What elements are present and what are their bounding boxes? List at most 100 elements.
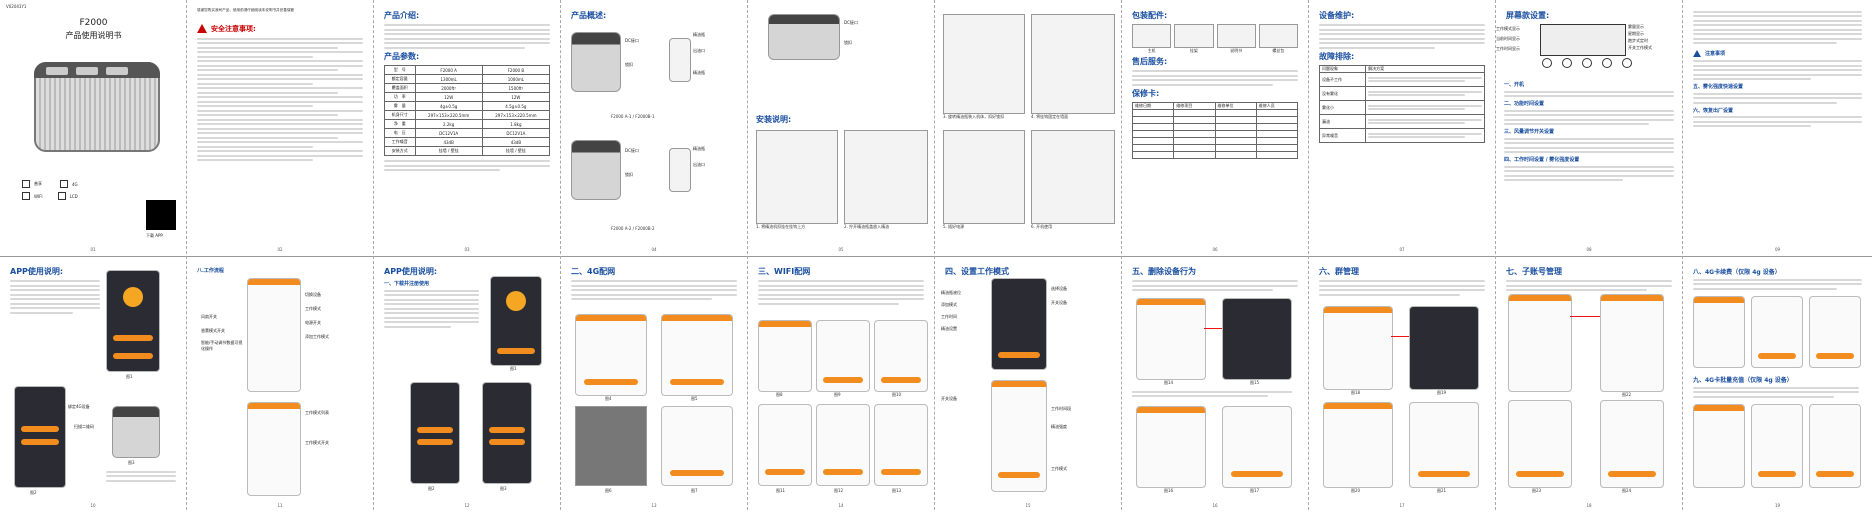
app-screen (661, 406, 733, 486)
app-screen (1323, 306, 1393, 390)
4g-batch-heading: 九、4G卡批量充值（仅限 4g 设备） (1693, 377, 1793, 384)
group-management-heading: 六、群管理 (1319, 267, 1359, 276)
warranty-row (1131, 144, 1299, 152)
maintenance-panel: 设备维护: 故障排除: 问题现象解决方案设备不工作没有雾化雾化小漏油异常噪音 0… (1309, 0, 1496, 254)
caption-a: F2000 A-1 / F2000B-1 (611, 114, 655, 119)
warranty-row (1131, 109, 1299, 117)
package-panel: 包装配件: 主机 挂架 说明书 螺丝包 售后服务: 保修卡: 维修日期维修项目维… (1122, 0, 1309, 254)
plus-button-icon (1602, 58, 1612, 68)
app-screen (1409, 402, 1479, 488)
app-screen (816, 320, 870, 392)
device-illustration (34, 62, 160, 152)
install-panel-2: 3. 旋转精油瓶装入机体，扣好锁扣 4. 将挂钩固定在墙面 5. 插好电源 6.… (935, 0, 1122, 254)
warranty-row (1131, 137, 1299, 145)
app-heading-2: APP使用说明: (384, 267, 438, 276)
sub-account-heading: 七、子账号管理 (1506, 267, 1562, 276)
package-heading: 包装配件: (1132, 11, 1168, 20)
app-screen (575, 314, 647, 396)
notes-panel: 注意事项 五、雾化强度快速设置 六、恢复出厂设置 09 (1683, 0, 1872, 254)
factory-reset-heading: 六、恢复出厂设置 (1693, 107, 1734, 114)
app-screen (874, 404, 928, 486)
app-screen (1751, 404, 1803, 488)
app-screen (758, 404, 812, 486)
note-heading: 注意事项 (1705, 51, 1726, 57)
app2-panel: 八.工作流程 风扇开关 香薰模式开关 智能/手动调节数据可视化操作 切换设备 工… (187, 256, 374, 510)
lcd-display (1540, 24, 1626, 56)
device-back-diagram (571, 32, 621, 92)
warranty-row (1131, 130, 1299, 138)
install-panel: DC接口 锁扣 安装说明: 1. 将精油机扣挂在挂钩上方 2. 拧开精油瓶盖放入… (748, 0, 935, 254)
app8-panel: 六、群管理 图18 图19 图20 图21 17 (1309, 256, 1496, 510)
device-back-diagram (571, 140, 621, 200)
checkbox-icon (22, 192, 30, 200)
service-heading: 售后服务: (1132, 57, 1168, 66)
fault-row: 漏油 (1318, 114, 1485, 129)
warning-icon (197, 24, 207, 34)
app-screen (482, 382, 532, 484)
app-screen (1508, 294, 1572, 392)
app-screen (1508, 400, 1572, 488)
install-step-4 (1031, 14, 1115, 114)
app-screen (106, 270, 160, 372)
fault-row: 异常噪音 (1318, 128, 1485, 143)
install-step-5 (943, 130, 1025, 224)
app-screen (758, 320, 812, 392)
set-button-icon (1562, 58, 1572, 68)
safety-heading: 安全注意事项: (211, 24, 256, 33)
app1-panel: APP使用说明: 图1 绑定4G设备 扫描二维码 图2 图3 10 (0, 256, 187, 510)
app-screen (1136, 298, 1206, 380)
checkbox-icon (57, 192, 66, 200)
safety-body (197, 37, 363, 162)
app-screen (816, 404, 870, 486)
screen-panel: 屏幕款设置: 工作模式显示 当前时间显示 工作时间显示 雾量显示 星期显示 跑步… (1496, 0, 1683, 254)
cover-subtitle: 产品使用说明书 (65, 31, 122, 40)
app-screen (247, 278, 301, 392)
product-code: V02041Y1 (6, 4, 27, 9)
download-heading: 一、下载并注册使用 (384, 281, 430, 287)
app9-panel: 七、子账号管理 图22 图23 图24 18 (1496, 256, 1683, 510)
device-top-diagram (768, 14, 840, 60)
checkbox-icon (22, 180, 30, 188)
cover-title: F2000 (79, 18, 108, 28)
app-screen (247, 402, 301, 496)
warranty-heading: 保修卡: (1132, 89, 1160, 98)
mist-quick-heading: 五、雾化强度快速设置 (1693, 84, 1744, 90)
app-screen (1809, 404, 1861, 488)
app-screen (1693, 404, 1745, 488)
app5-panel: 三、WIFI配网 图8 图9 图10 图11 图12 图13 14 (748, 256, 935, 510)
accessory-list: 主机 挂架 说明书 螺丝包 (1132, 24, 1298, 54)
device-buttons (1542, 58, 1632, 68)
qr-code (146, 200, 176, 230)
app-screen (1693, 296, 1745, 368)
fault-row: 雾化小 (1318, 100, 1485, 115)
app-screen (874, 320, 928, 392)
params-heading: 产品参数: (384, 52, 420, 61)
fault-heading: 故障排除: (1319, 52, 1355, 61)
app-screen (14, 386, 66, 488)
warranty-row (1131, 116, 1299, 124)
mode-button-icon (1542, 58, 1552, 68)
ok-button-icon (1622, 58, 1632, 68)
qr-scan-photo (575, 406, 647, 486)
warranty-row (1131, 123, 1299, 131)
app-screen (991, 380, 1047, 492)
maintenance-heading: 设备维护: (1319, 11, 1355, 20)
app-screen (1136, 406, 1206, 488)
install-step-2 (844, 130, 928, 224)
app-screen (1409, 306, 1479, 390)
workflow-heading: 八.工作流程 (197, 268, 224, 274)
screen-heading: 屏幕款设置: (1506, 11, 1550, 20)
fault-row: 没有雾化 (1318, 86, 1485, 101)
4g-renewal-heading: 八、4G卡续费（仅限 4g 设备） (1693, 269, 1781, 276)
app6-panel: 四、设置工作模式 精油瓶液位 添加模式 工作时间 精油设置 选择设备 开关设备 … (935, 256, 1122, 510)
